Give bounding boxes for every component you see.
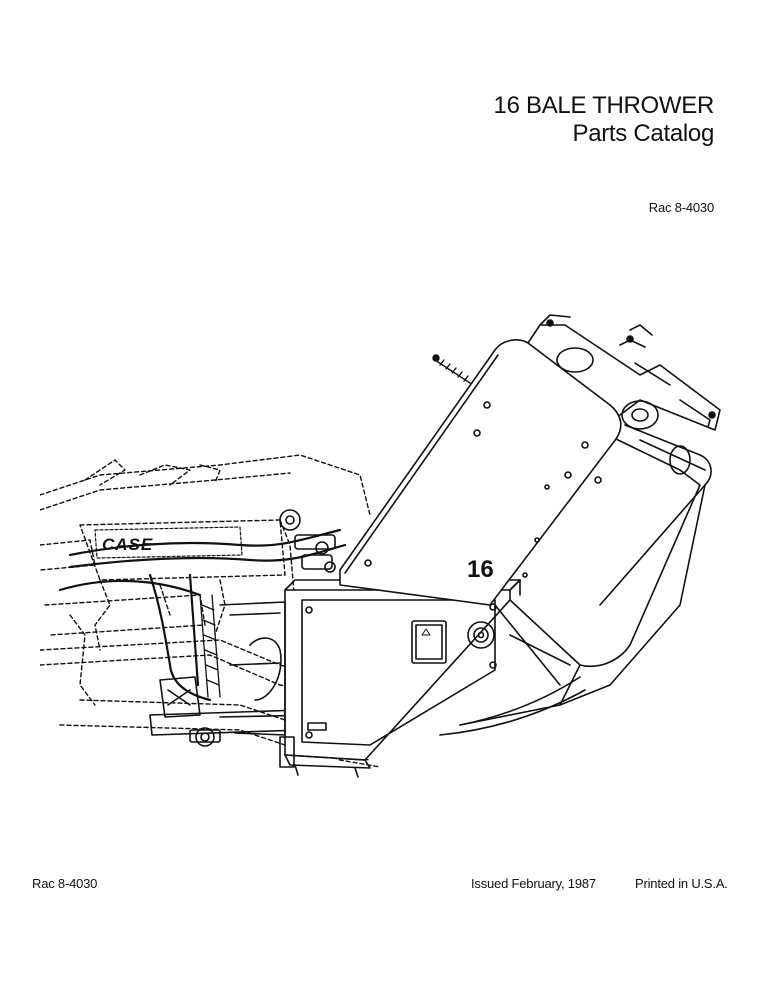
hitch-coupling <box>279 509 336 573</box>
lower-housing <box>219 579 521 778</box>
case-decal <box>94 526 243 559</box>
threaded-rod <box>432 354 471 384</box>
catalog-code-top: Rac 8-4030 <box>648 200 714 215</box>
chute-top-plate <box>339 339 622 606</box>
title-block: 16 BALE THROWER Parts Catalog <box>493 92 715 148</box>
chute-bottom-curve <box>439 676 586 736</box>
bale-thrower-illustration: CASE <box>40 314 721 778</box>
model-number-decal: 16 <box>467 556 494 583</box>
roller-assembly <box>459 314 721 726</box>
braided-hose <box>199 594 221 698</box>
document-subtitle: Parts Catalog <box>572 120 714 147</box>
issued-date: Issued February, 1987 <box>471 876 596 891</box>
document-title: 16 BALE THROWER <box>493 92 715 119</box>
catalog-code-bottom: Rac 8-4030 <box>32 876 98 891</box>
printed-location: Printed in U.S.A. <box>635 876 728 891</box>
case-logo-text: CASE <box>102 535 153 554</box>
